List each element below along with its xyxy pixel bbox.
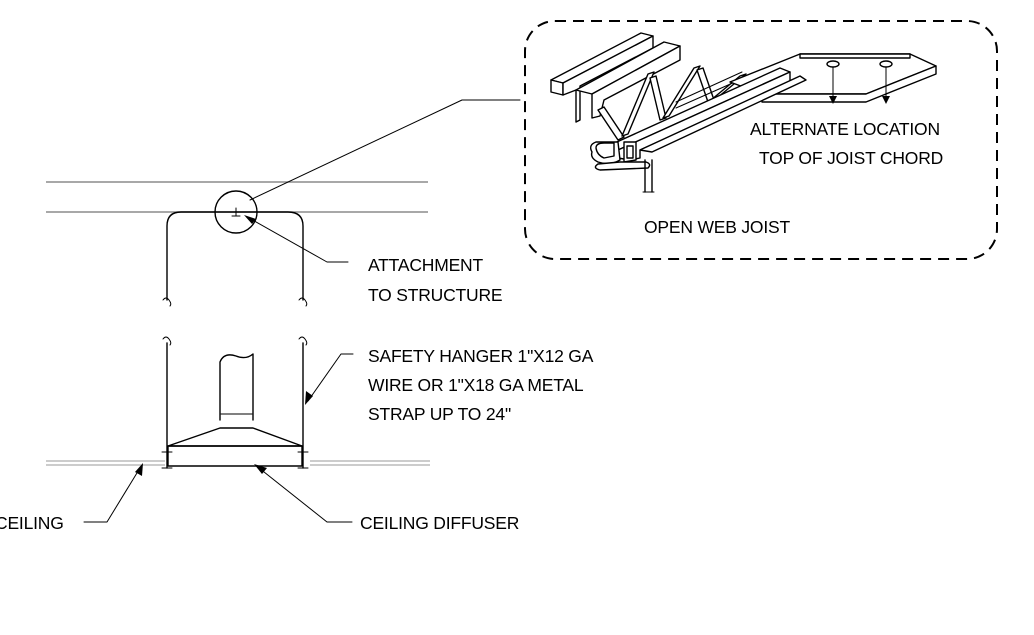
safety-hanger-label-line1: SAFETY HANGER 1"X12 GA [368,346,594,366]
ceiling-leader [83,463,143,523]
open-web-joist-drawing [550,32,937,193]
alternate-location-label-line2: TOP OF JOIST CHORD [759,148,943,168]
alternate-location-label-line1: ALTERNATE LOCATION [750,119,940,139]
ceiling-label: CEILING [0,513,64,533]
ceiling-lines [46,460,430,466]
safety-hanger-leader [305,353,354,405]
attachment-label-line1: ATTACHMENT [368,255,483,275]
safety-hanger-label-line2: WIRE OR 1"X18 GA METAL [368,375,584,395]
ceiling-diffuser-label: CEILING DIFFUSER [360,513,519,533]
hanger-strap-upper [162,211,308,307]
ceiling-diffuser-leader [254,464,353,523]
ceiling-diffuser [167,353,303,467]
hanger-strap-lower [161,336,309,469]
safety-hanger-label-line3: STRAP UP TO 24" [368,404,511,424]
detail-bubble-dashed-outline [524,20,998,260]
detail-callout-leader [249,99,521,201]
attachment-detail-circle [214,190,258,234]
attachment-label-line2: TO STRUCTURE [368,285,502,305]
attachment-leader [244,215,349,263]
structure-lines [46,181,428,213]
open-web-joist-label: OPEN WEB JOIST [644,217,790,237]
